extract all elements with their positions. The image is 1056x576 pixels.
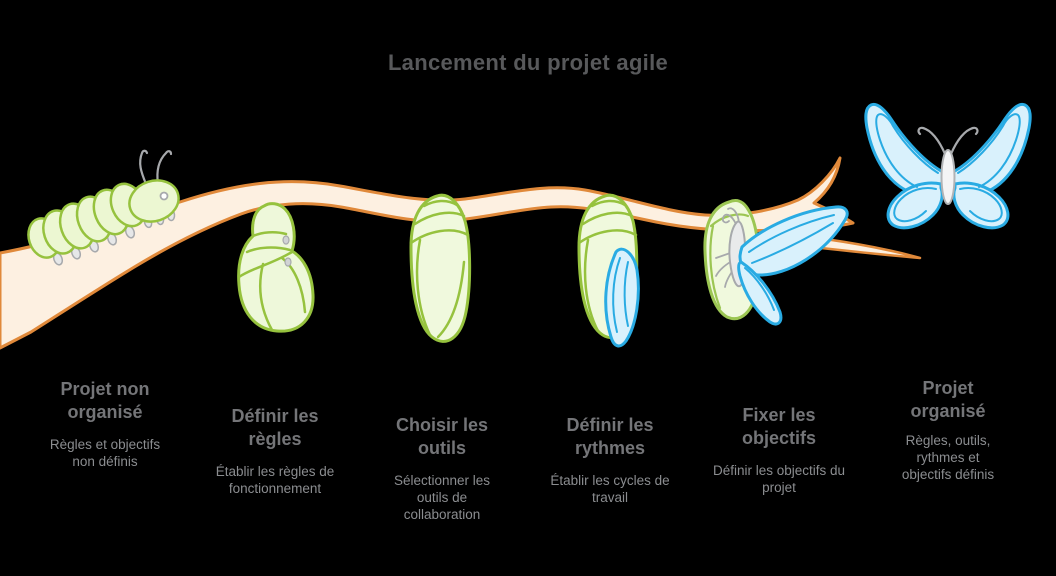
- stage-label-fixer-les-objectifs: Fixer les objectifs Définir les objectif…: [712, 404, 847, 496]
- page-title: Lancement du projet agile: [387, 50, 669, 75]
- stage-subtext: Établir les cycles de travail: [550, 473, 670, 505]
- stage-subtext: Définir les objectifs du projet: [712, 463, 846, 495]
- stage-heading: Choisir les outils: [395, 415, 489, 458]
- stage-heading: Projet organisé: [910, 378, 986, 421]
- emerging-wing-icon: [604, 247, 640, 348]
- emerging-butterfly-illustration: [703, 199, 849, 326]
- stage-subtext: Établir les règles de fonctionnement: [215, 464, 335, 496]
- stage-heading: Définir les règles: [231, 406, 319, 449]
- stage-subtext: Règles et objectifs non définis: [49, 437, 161, 469]
- stage-label-definir-les-rythmes: Définir les rythmes Établir les cycles d…: [540, 414, 680, 506]
- stage-label-definir-les-regles: Définir les règles Établir les règles de…: [200, 405, 350, 497]
- stage-subtext: Règles, outils, rythmes et objectifs déf…: [901, 433, 995, 482]
- forming-chrysalis-illustration: [237, 202, 315, 333]
- caterpillar-eye: [159, 191, 169, 201]
- stage-subtext: Sélectionner les outils de collaboration: [393, 473, 491, 522]
- stage-label-projet-organise: Projet organisé Règles, outils, rythmes …: [894, 377, 1002, 483]
- stage-heading: Fixer les objectifs: [741, 405, 816, 448]
- stage-heading: Projet non organisé: [60, 379, 150, 422]
- stage-label-choisir-les-outils: Choisir les outils Sélectionner les outi…: [386, 414, 498, 523]
- stage-label-projet-non-organise: Projet non organisé Règles et objectifs …: [40, 378, 170, 470]
- chrysalis-illustration: [409, 193, 472, 343]
- butterfly-body: [940, 149, 956, 205]
- butterfly-illustration: [864, 102, 1032, 230]
- chrysalis-wings-illustration: [577, 193, 640, 348]
- stage-heading: Définir les rythmes: [566, 415, 654, 458]
- caterpillar-illustration: [27, 149, 180, 266]
